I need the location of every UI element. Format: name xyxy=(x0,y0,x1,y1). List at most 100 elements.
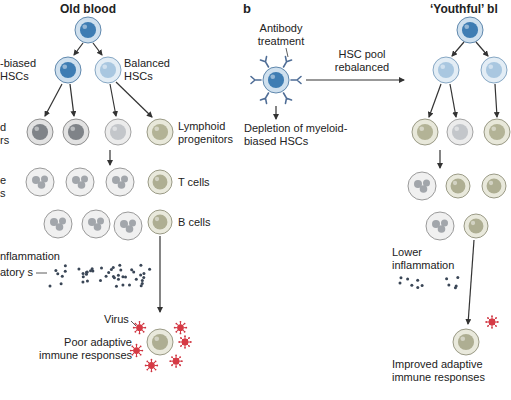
cell xyxy=(148,210,172,234)
cell-highlight xyxy=(155,217,159,221)
virus-spike-tip xyxy=(155,360,157,362)
arrow xyxy=(159,236,160,312)
arrow xyxy=(429,84,441,117)
cell xyxy=(484,119,510,145)
cell-membrane xyxy=(433,57,459,83)
virus-spike-tip xyxy=(181,360,183,362)
cell-nucleus xyxy=(452,124,468,140)
cell-membrane xyxy=(147,119,173,145)
innate-cell xyxy=(426,212,454,240)
virus-spike-tip xyxy=(145,365,147,367)
cell-membrane xyxy=(482,174,506,198)
cell xyxy=(482,174,506,198)
virus-spike-tip xyxy=(491,315,493,317)
cell-highlight xyxy=(34,126,39,131)
virus-spike-tip xyxy=(188,337,190,339)
cell-label: -biased HSCs xyxy=(0,57,46,83)
virus-spike-tip xyxy=(175,354,177,356)
cell-membrane xyxy=(106,168,134,196)
cell-nucleus-lobe xyxy=(129,220,136,227)
cytokine-dot xyxy=(115,285,118,288)
cell-nucleus xyxy=(438,62,454,78)
virus-spike-tip xyxy=(139,333,141,335)
cell-membrane xyxy=(426,212,454,240)
cell-highlight xyxy=(471,221,475,225)
cell-highlight xyxy=(454,126,459,131)
innate-cell xyxy=(66,168,94,196)
arrows-layer xyxy=(36,42,497,326)
virus-spike-tip xyxy=(133,327,135,329)
virus-spike-tip xyxy=(180,345,182,347)
panel-letter: b xyxy=(243,2,251,15)
leader-line xyxy=(36,273,47,274)
cytokine-dot xyxy=(139,264,142,267)
cell-membrane xyxy=(457,17,483,43)
cell-highlight xyxy=(112,126,117,131)
virus-spike-tip xyxy=(175,331,177,333)
virus-spike-tip xyxy=(151,370,153,372)
cell-highlight xyxy=(488,64,493,69)
cytokine-dot xyxy=(421,284,424,287)
cell-membrane xyxy=(408,172,436,200)
cell-membrane xyxy=(82,210,110,238)
cytokine-dot xyxy=(124,276,127,279)
cytokine-dot xyxy=(60,282,63,285)
virus-spike-tip xyxy=(185,327,187,329)
cell-nucleus-lobe xyxy=(423,180,430,187)
virus-particle xyxy=(145,359,158,372)
stem-cell xyxy=(433,57,459,83)
innate-cell xyxy=(44,210,72,238)
cell-nucleus-lobe xyxy=(41,176,48,183)
cytokine-dot xyxy=(100,266,103,269)
leader-line xyxy=(286,48,288,57)
cytokine-dot xyxy=(112,266,115,269)
arrow xyxy=(495,84,497,117)
cell-highlight xyxy=(270,74,275,79)
cell-label: e s xyxy=(0,174,10,200)
cell-membrane xyxy=(464,214,488,238)
cytokine-dot xyxy=(107,271,110,274)
cell-membrane xyxy=(75,17,101,43)
virus-spike-tip xyxy=(146,360,148,362)
cell xyxy=(447,119,473,145)
virus-spike-tip xyxy=(188,345,190,347)
arrow xyxy=(439,150,440,168)
cytokine-dot xyxy=(54,269,57,272)
process-label: Depletion of myeloid-biased HSCs xyxy=(244,122,356,148)
cell-nucleus xyxy=(486,62,502,78)
cell-highlight xyxy=(102,64,107,69)
innate-cell xyxy=(26,168,54,196)
cytokine-dot xyxy=(64,264,67,267)
antibody xyxy=(260,91,271,103)
cell-highlight xyxy=(62,64,67,69)
cell-nucleus xyxy=(417,124,433,140)
virus-spike-tip xyxy=(143,331,145,333)
cell-nucleus xyxy=(153,175,168,190)
cytokine-dot xyxy=(82,272,85,275)
cytokine-dot xyxy=(119,269,122,272)
antibody xyxy=(260,57,271,69)
cell xyxy=(27,119,53,145)
cytokine-dot xyxy=(447,283,450,286)
cell-nucleus xyxy=(32,124,48,140)
cytokine-dot xyxy=(399,281,402,284)
panel-heading: ‘Youthful’ bl xyxy=(430,3,498,16)
virus-core xyxy=(489,319,496,326)
cytokine-dot xyxy=(455,285,458,288)
cell-nucleus xyxy=(469,219,484,234)
cell-membrane xyxy=(446,174,470,198)
virus-spike-tip xyxy=(135,323,137,325)
cytokine-dot xyxy=(142,272,145,275)
cell-label: B cells xyxy=(178,216,210,229)
stem-cell xyxy=(55,57,81,83)
cell-label: T cells xyxy=(178,176,210,189)
virus-particle xyxy=(178,335,191,348)
cell-nucleus xyxy=(152,334,168,350)
cell-highlight xyxy=(154,126,159,131)
cell-label: d rs xyxy=(0,121,12,147)
outcome-label: Improved adaptive immune responses xyxy=(392,358,492,384)
cytokine-dot xyxy=(142,276,145,279)
process-label: Lower inflammation xyxy=(392,246,464,272)
cell xyxy=(464,214,488,238)
virus-spike-tip xyxy=(136,344,138,346)
